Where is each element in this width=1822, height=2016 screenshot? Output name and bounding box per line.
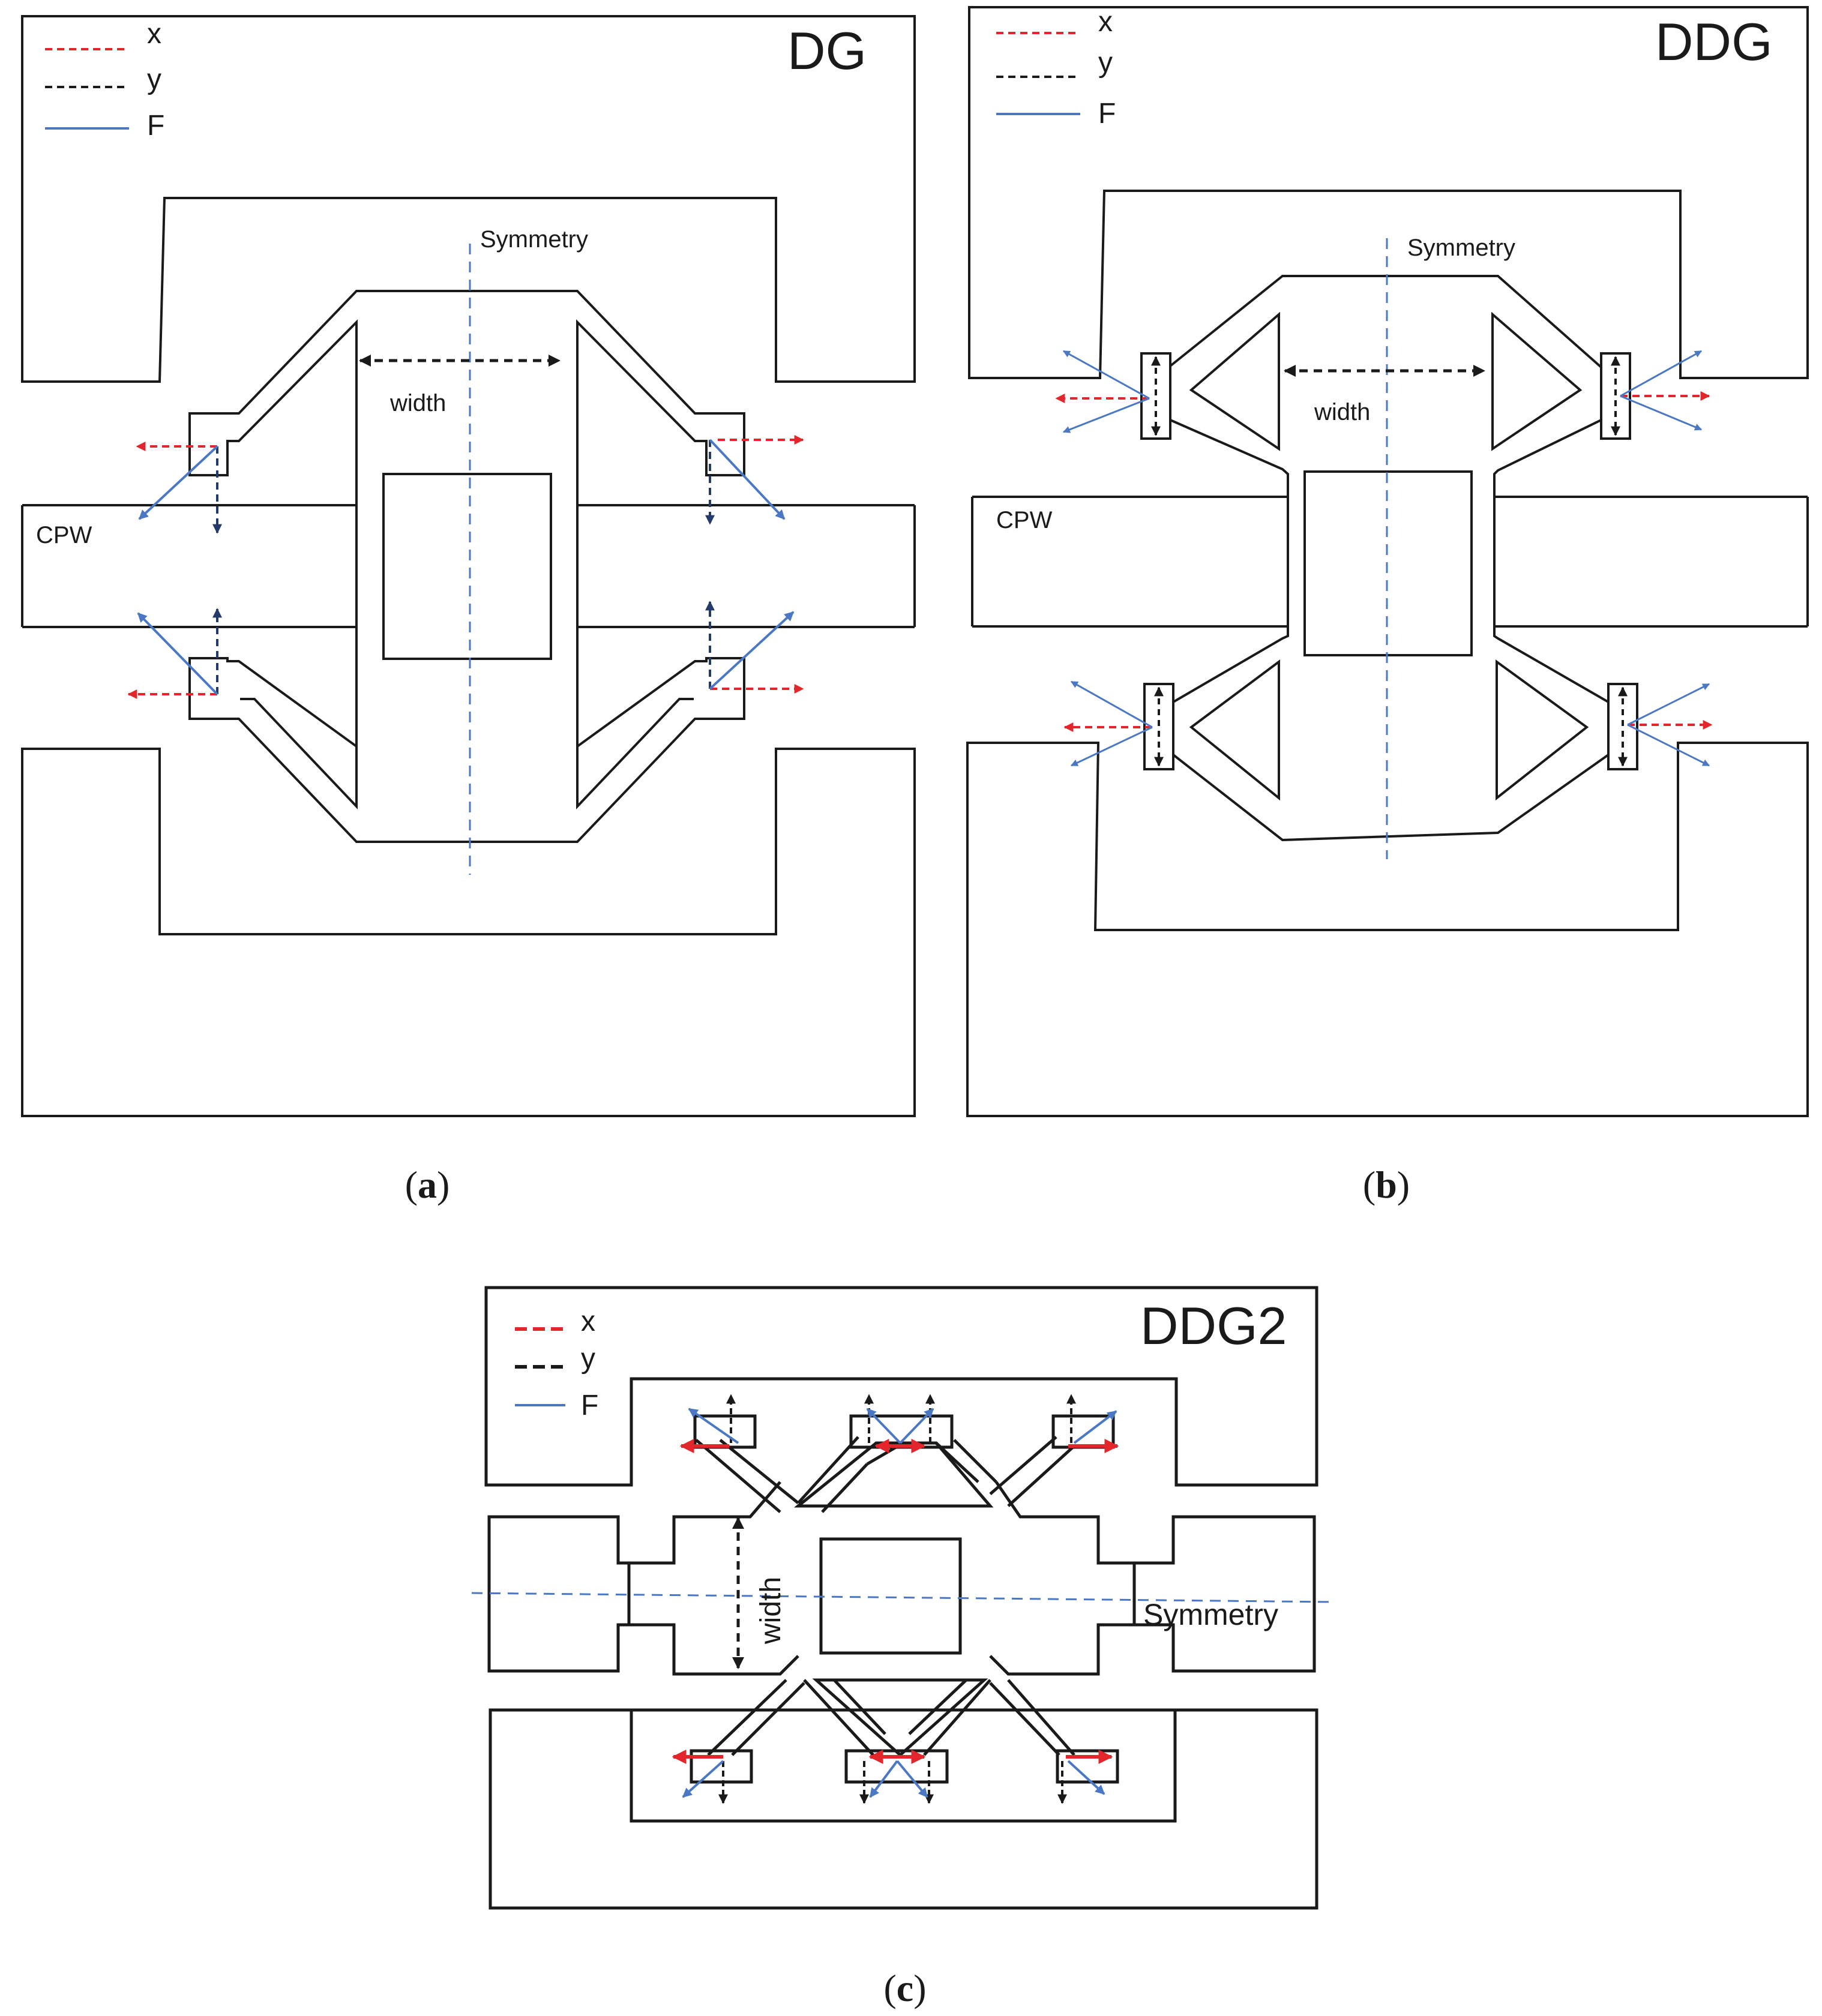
- width-label-c: width: [755, 1577, 787, 1645]
- right-inner-wing: [576, 322, 694, 810]
- caption-c: (c): [883, 1967, 926, 2009]
- panel-title-a: DG: [787, 21, 867, 80]
- force-arrows-a: [127, 435, 804, 699]
- left-triangle-bottom: [1189, 659, 1280, 801]
- cpw-signal-right: [1494, 496, 1809, 628]
- panel-b-ddg: Symmetry width CPW DDG x y F: [966, 6, 1809, 1117]
- bridge-outline: [188, 290, 745, 843]
- anchor-bl: [1143, 683, 1174, 770]
- width-label-b: width: [1314, 399, 1370, 425]
- cpw-label-b: CPW: [996, 507, 1053, 533]
- legend-F-label: F: [147, 110, 164, 142]
- caption-b: (b): [1363, 1163, 1410, 1206]
- bottom-beams: [707, 1679, 1075, 1756]
- symmetry-label-c: Symmetry: [1143, 1598, 1278, 1631]
- panel-title-c: DDG2: [1140, 1296, 1287, 1355]
- legend-y-label: y: [1098, 47, 1113, 79]
- cpw-label-a: CPW: [36, 522, 92, 548]
- force-arrows-c: [672, 1394, 1119, 1804]
- cpw-signal-left: [21, 504, 356, 628]
- top-ground-electrode: [21, 15, 916, 383]
- bottom-triangle: [812, 1678, 988, 1757]
- anchor-tr: [1600, 352, 1631, 440]
- anchor-bot-3: [1056, 1749, 1119, 1784]
- panel-c-ddg2: Symmetry width DDG2 x y F: [471, 1286, 1333, 1910]
- bottom-ground-electrode: [21, 748, 916, 1117]
- bridge-outline: [1169, 275, 1610, 842]
- left-inner-wing: [240, 322, 358, 810]
- right-triangle-bottom: [1496, 659, 1589, 801]
- legend-x-label: x: [147, 18, 161, 50]
- cpw-signal-left: [971, 496, 1288, 628]
- anchor-br: [1607, 683, 1638, 770]
- legend-x-label: x: [581, 1306, 595, 1337]
- legend-y-label: y: [147, 64, 161, 95]
- legend-b: x y F: [996, 6, 1116, 130]
- center-plate: [382, 473, 552, 660]
- panel-title-b: DDG: [1655, 12, 1773, 71]
- legend-F-label: F: [1098, 98, 1116, 130]
- top-triangle: [793, 1441, 994, 1508]
- bottom-ground-electrode: [966, 742, 1809, 1117]
- top-ground-electrode: [968, 6, 1809, 379]
- center-plate: [1303, 470, 1473, 656]
- legend-c: x y F: [515, 1306, 598, 1421]
- force-arrows-b: [1055, 350, 1713, 767]
- top-beams: [695, 1436, 1075, 1513]
- right-triangle-top: [1491, 311, 1583, 451]
- cpw-signal-right: [577, 504, 916, 628]
- top-ground-electrode: [484, 1286, 1318, 1487]
- anchor-tl: [1140, 352, 1171, 440]
- legend-y-label: y: [581, 1343, 595, 1375]
- symmetry-label-b: Symmetry: [1407, 235, 1515, 261]
- width-label-a: width: [389, 390, 446, 416]
- legend-a: x y F: [45, 18, 164, 142]
- bottom-ground-electrode: [489, 1708, 1318, 1910]
- bridge-outline: [629, 1481, 1134, 1676]
- caption-a: (a): [405, 1163, 450, 1206]
- anchor-bot-1: [690, 1749, 753, 1784]
- symmetry-label-a: Symmetry: [480, 226, 588, 253]
- legend-x-label: x: [1098, 6, 1113, 38]
- legend-F-label: F: [581, 1390, 598, 1421]
- left-triangle-top: [1189, 311, 1280, 451]
- panel-a-dg: Symmetry width CPW DG x y F: [21, 15, 916, 1117]
- cpw-right: [1132, 1515, 1316, 1673]
- bottom-ground-cutout: [630, 1710, 1177, 1823]
